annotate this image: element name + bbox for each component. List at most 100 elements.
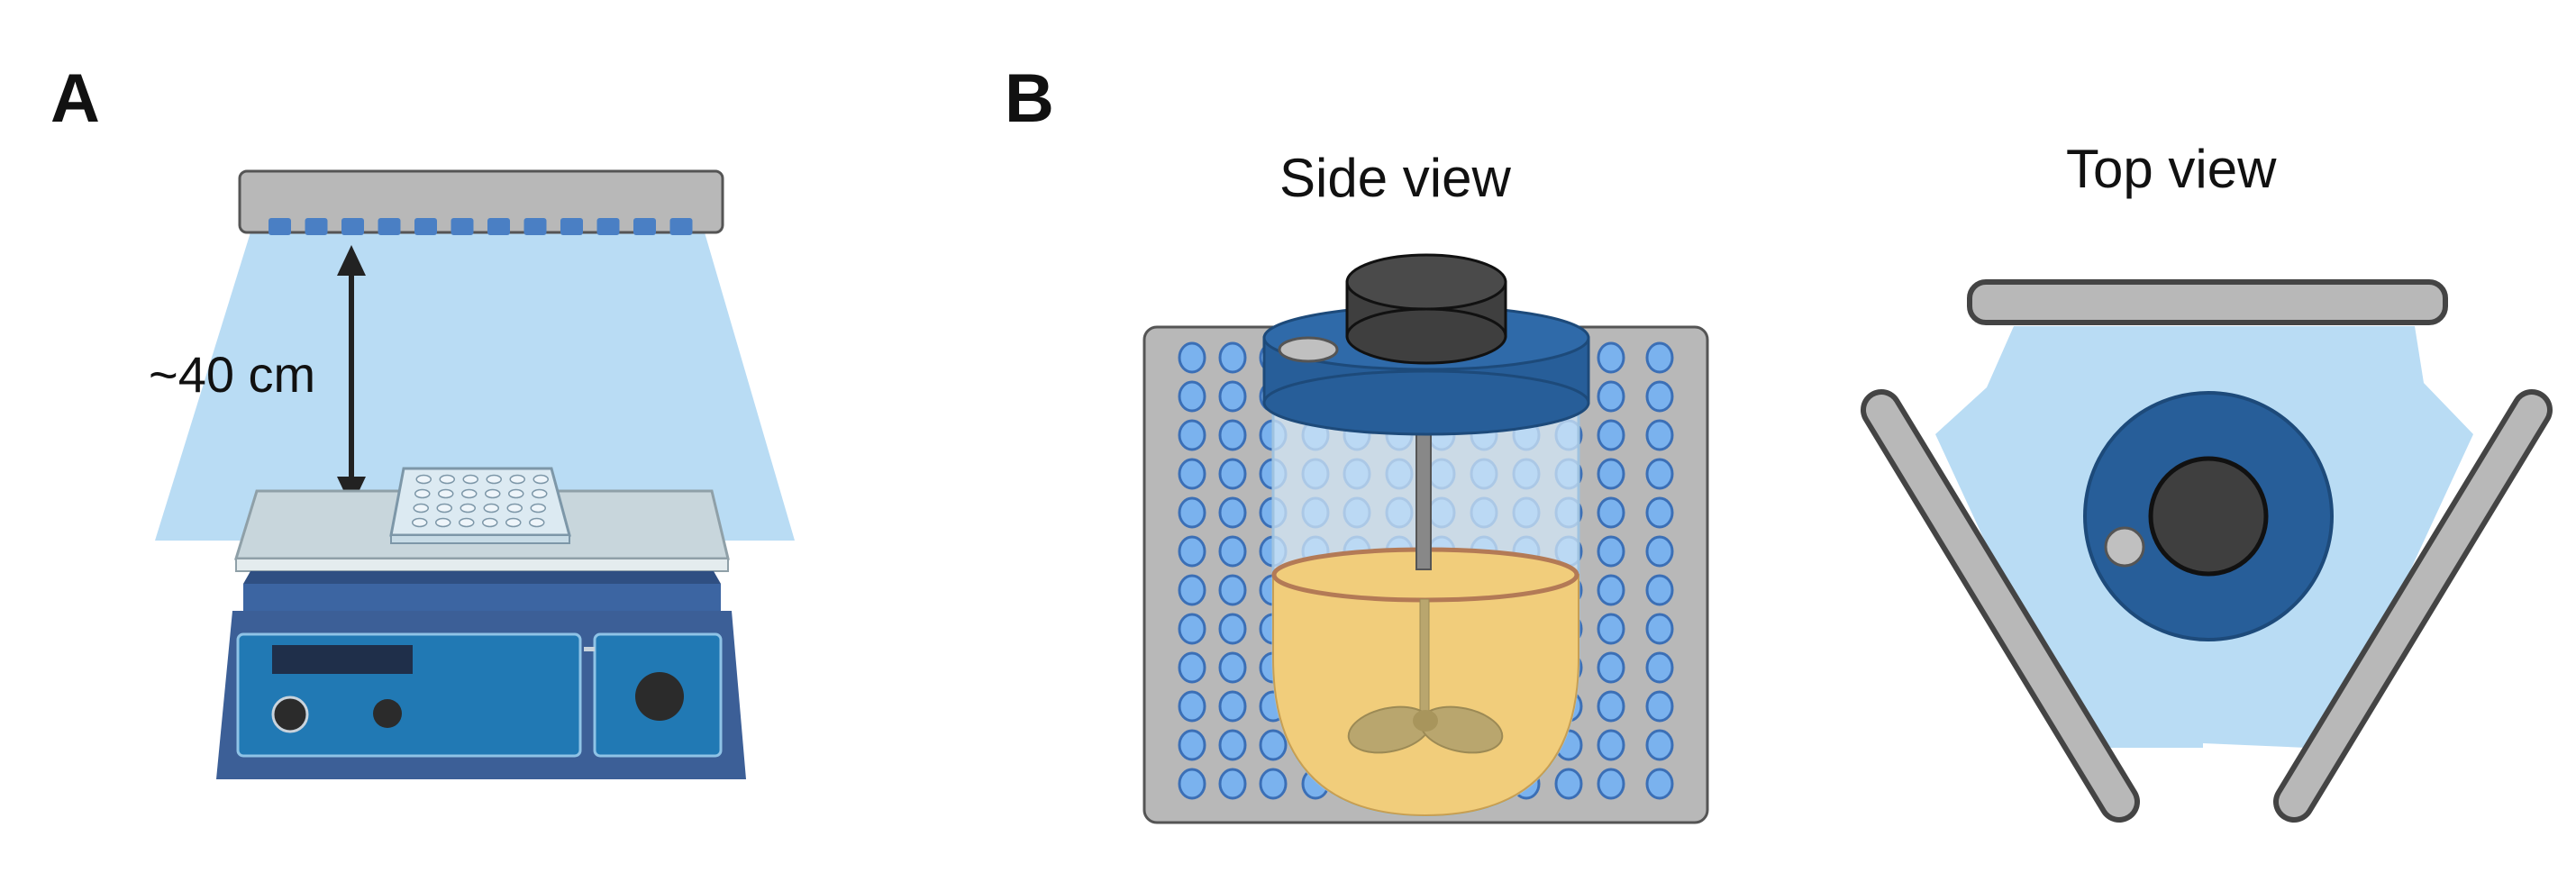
multiwell-plate-icon (389, 467, 571, 544)
led-dot (1218, 613, 1247, 645)
led-dot (1218, 651, 1247, 684)
led-row (269, 218, 693, 235)
display-screen (272, 645, 413, 674)
led-dot (1178, 690, 1206, 723)
plate-well (459, 517, 475, 528)
led-dot (1597, 535, 1625, 568)
led-lamp-icon (238, 169, 724, 235)
plate-well (435, 517, 451, 528)
plate-well (412, 517, 428, 528)
plate-well (438, 488, 454, 499)
led-dot (1178, 651, 1206, 684)
plate-well (415, 474, 432, 485)
led-dot (1645, 419, 1674, 451)
led-dot (1178, 613, 1206, 645)
led-dot (1597, 613, 1625, 645)
top-view-title: Top view (2066, 139, 2277, 199)
led-dot (1178, 768, 1206, 800)
plate-well (462, 474, 478, 485)
led-dot (1259, 729, 1288, 761)
plate-well (532, 488, 548, 499)
led-dot (1597, 651, 1625, 684)
led-dot (1218, 768, 1247, 800)
plate-well (436, 503, 452, 514)
power-knob (271, 696, 309, 733)
plate-well (461, 488, 478, 499)
led-dot (1218, 341, 1247, 374)
plate-well (483, 503, 499, 514)
panel-b-letter: B (1005, 60, 1054, 137)
plate-well (414, 488, 431, 499)
led-dot (1597, 496, 1625, 529)
led-dot (1645, 380, 1674, 413)
led-dot (1218, 496, 1247, 529)
led-icon (487, 218, 510, 235)
plate-well (485, 488, 501, 499)
led-icon (633, 218, 656, 235)
led-dot (1645, 768, 1674, 800)
plate-well (486, 474, 502, 485)
led-dot (1645, 729, 1674, 761)
led-icon (451, 218, 474, 235)
plate-well (460, 503, 476, 514)
led-dot (1645, 574, 1674, 606)
panel-a: A ~40 cm (50, 60, 795, 779)
led-bar-top (1967, 279, 2448, 325)
led-icon (596, 218, 620, 235)
port-cap (1278, 336, 1339, 363)
led-icon (378, 218, 401, 235)
led-icon (669, 218, 693, 235)
led-dot (1178, 535, 1206, 568)
plate-well (532, 474, 549, 485)
led-dot (1178, 496, 1206, 529)
small-knob (373, 699, 402, 728)
led-dot (1597, 341, 1625, 374)
led-bar-right (2279, 395, 2547, 817)
led-dot (1259, 768, 1288, 800)
port-cap-top (2104, 526, 2145, 568)
led-dot (1645, 341, 1674, 374)
led-icon (560, 218, 583, 235)
panel-b: B Side view Top view (1005, 60, 2553, 824)
led-dot (1597, 574, 1625, 606)
led-dot (1645, 496, 1674, 529)
led-dot (1645, 690, 1674, 723)
led-dot (1178, 729, 1206, 761)
light-beam-icon (155, 232, 795, 541)
plate-well (530, 503, 546, 514)
reactor-cap-top (2148, 456, 2269, 577)
speed-knob (635, 672, 684, 721)
led-dot (1597, 729, 1625, 761)
side-view-title: Side view (1279, 148, 1511, 208)
panel-a-letter: A (50, 60, 100, 137)
plate-well (505, 517, 522, 528)
distance-label: ~40 cm (149, 346, 315, 403)
led-icon (305, 218, 328, 235)
led-dot (1218, 380, 1247, 413)
plate-well (506, 503, 523, 514)
led-dot (1218, 574, 1247, 606)
impeller-icon (1347, 705, 1504, 754)
led-icon (341, 218, 364, 235)
led-icon (523, 218, 547, 235)
plate-well (482, 517, 498, 528)
led-dot (1597, 458, 1625, 490)
top-view-diagram (1861, 279, 2553, 823)
plate-wells (412, 474, 549, 528)
led-dot (1597, 768, 1625, 800)
glass-reactor-vessel-icon (1262, 253, 1590, 817)
led-dot (1178, 458, 1206, 490)
led-icon (269, 218, 291, 235)
led-dot (1645, 613, 1674, 645)
led-dot (1178, 419, 1206, 451)
led-dot (1645, 651, 1674, 684)
plate-well (439, 474, 455, 485)
led-dot (1645, 458, 1674, 490)
led-dot (1218, 690, 1247, 723)
led-dot (1178, 341, 1206, 374)
led-dot (1645, 535, 1674, 568)
led-dot (1597, 690, 1625, 723)
led-dot (1597, 380, 1625, 413)
plate-well (529, 517, 545, 528)
led-dot (1554, 768, 1583, 800)
